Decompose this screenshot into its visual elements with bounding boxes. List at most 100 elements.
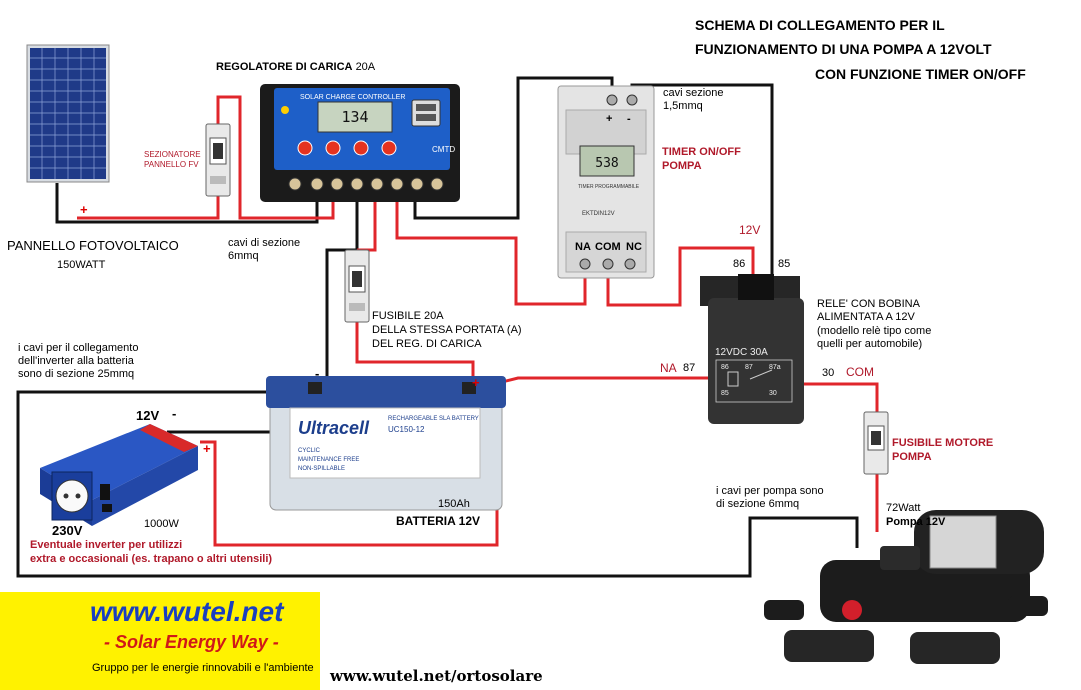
fuse-rating: 20A [423,310,444,322]
pump [764,510,1048,664]
relay-diagram-pin-85: 85 [721,390,729,397]
pump-label: Pompa 12V [886,516,946,528]
pump-cables-1: i cavi per pompa sono [716,485,824,497]
controller-title: REGOLATORE DI CARICA [216,61,353,73]
battery-tag: RECHARGEABLE SLA BATTERY [388,416,479,422]
inverter-note-1: i cavi per il collegamento [18,342,139,354]
controller-badge: CMTD [432,145,455,154]
timer-plus-terminal: + [606,113,613,125]
timer-device: 538 TIMER PROGRAMMABILE EKTDIN12V [557,85,655,279]
pv-disconnector [205,123,231,197]
timer-com-terminal: COM [595,241,621,253]
relay-desc-4: quelli per automobile) [817,338,923,350]
inverter-power: 1000W [144,518,179,530]
cables-6mm-label-2: 6mmq [228,250,259,262]
timer-display: 538 [595,156,618,171]
relay: 12VDC 30A [700,274,804,424]
relay-pin-87: 87 [683,362,696,374]
relay-pin-86: 86 [733,258,746,270]
timer-model: EKTDIN12V [582,211,615,217]
title-line-3: CON FUNZIONE TIMER ON/OFF [815,66,1026,82]
inverter-minus-sign: - [172,406,177,421]
battery-feature-1: CYCLIC [298,448,321,454]
wire-controller-battery-neg [325,198,359,422]
pump-power: 72Watt [886,502,921,514]
battery-label: BATTERIA 12V [396,514,481,528]
battery-plus-sign: + [472,375,480,390]
disconnector-label-1: SEZIONATORE [144,150,201,159]
cables-6mm-label-1: cavi di sezione [228,237,301,249]
inverter [40,424,198,526]
battery-brand: Ultracell [298,418,370,438]
panel-power: 150WATT [57,259,106,271]
motor-fuse-label-2: POMPA [892,451,932,463]
logo-url: www.wutel.net [90,596,284,627]
battery-capacity: 150Ah [438,498,470,510]
inverter-ac-label: 230V [52,523,83,538]
motor-fuse-label-1: FUSIBILE MOTORE [892,437,994,449]
disconnector-label-2: PANNELLO FV [144,160,199,169]
wire-controller-fuse [357,198,377,252]
timer-cables-1: cavi sezione [663,87,724,99]
wire-disconnector-controller [216,95,335,220]
inverter-note-3: sono di sezione 25mmq [18,368,135,380]
relay-desc-2: ALIMENTATA A 12V [817,311,915,323]
relay-12v-label: 12V [739,223,761,237]
timer-cables-2: 1,5mmq [663,100,703,112]
timer-text: TIMER PROGRAMMABILE [578,184,640,190]
relay-diagram-pin-30: 30 [769,390,777,397]
fuse-title: FUSIBILE [372,310,421,322]
controller-label: REGOLATORE DI CARICA 20A [216,61,375,74]
inverter-note-line-1: Eventuale inverter per utilizzi [30,539,183,551]
relay-diagram-pin-87a: 87a [769,364,781,371]
battery: Ultracell RECHARGEABLE SLA BATTERY UC150… [266,376,506,511]
relay-pin-30: 30 [822,367,835,379]
relay-rating-text: 12VDC 30A [715,347,768,358]
title-line-2: FUNZIONAMENTO DI UNA POMPA A 12VOLT [695,41,992,57]
logo-subtitle: Gruppo per le energie rinnovabili e l'am… [92,662,314,674]
positive-wires [77,95,879,547]
relay-diagram-pin-86: 86 [721,364,729,371]
wire-relay30-fuse [800,382,879,413]
relay-desc-3: (modello relè tipo come [817,325,932,337]
timer-na-terminal: NA [575,241,591,253]
inverter-dc-label: 12V [136,408,160,423]
inverter-note-line-2: extra e occasionali (es. trapano o altri… [30,553,273,565]
fuse-label: FUSIBILE 20A [372,310,444,323]
relay-com-label: COM [846,365,874,379]
controller-rating: 20A [355,61,376,73]
inverter-note-2: dell'inverter alla batteria [18,355,134,367]
wire-fuse-battery [355,320,475,388]
panel-plus-sign: + [80,202,88,217]
wire-battery-relay87 [477,376,708,390]
relay-pin-85: 85 [778,258,791,270]
wire-timer-relay86 [606,246,755,307]
pump-cables-2: di sezione 6mmq [716,498,800,510]
panel-label: PANNELLO FOTOVOLTAICO [7,238,179,253]
title-line-1: SCHEMA DI COLLEGAMENTO PER IL [695,17,945,33]
logo-tagline: - Solar Energy Way - [104,632,279,652]
battery-minus-sign: - [315,366,320,381]
charge-controller: SOLAR CHARGE CONTROLLER 134 CMTD [260,84,460,202]
controller-brand-text: SOLAR CHARGE CONTROLLER [300,94,405,101]
relay-desc-1: RELE' CON BOBINA [817,298,920,310]
wire-controller-timer-neg [413,76,614,220]
wire-controller-timer-com [395,198,587,306]
fuse-note-2: DEL REG. DI CARICA [372,338,482,350]
inverter-plus-sign: + [203,441,211,456]
relay-na-label: NA [660,361,677,375]
battery-feature-2: MAINTENANCE FREE [298,457,359,463]
motor-fuse-holder [863,411,889,475]
wire-panel-neg [55,183,319,224]
wire-panel-pos [77,195,220,220]
relay-diagram-pin-87: 87 [745,364,753,371]
battery-fuse-holder [344,249,370,323]
timer-minus-terminal: - [627,113,631,125]
battery-model: UC150-12 [388,425,425,434]
timer-label-2: POMPA [662,160,702,172]
timer-nc-terminal: NC [626,241,642,253]
site-url-link[interactable]: www.wutel.net/ortosolare [330,667,543,685]
fuse-note-1: DELLA STESSA PORTATA (A) [372,324,522,336]
battery-feature-3: NON-SPILLABLE [298,466,345,472]
